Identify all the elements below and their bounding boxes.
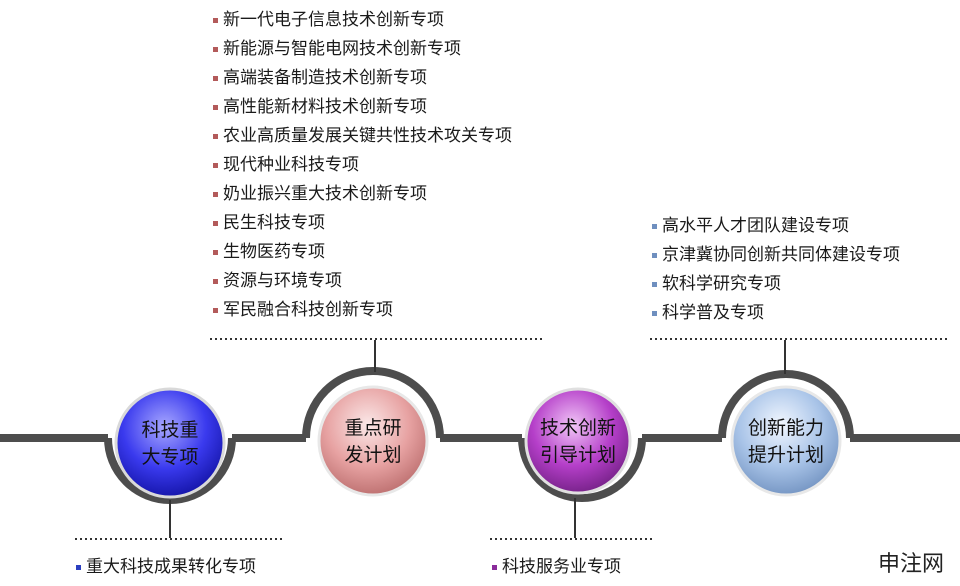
bullet-icon [492, 565, 497, 570]
bullet-icon [213, 47, 218, 52]
bullet-icon [213, 279, 218, 284]
bullet-icon [652, 282, 657, 287]
major-project-list: 重大科技成果转化专项 [76, 553, 256, 582]
node-1-line1: 科技重 [141, 419, 198, 441]
node-2-line2: 发计划 [344, 444, 401, 466]
node-ring-2 [302, 367, 444, 439]
service-list: 科技服务业专项 [492, 553, 621, 582]
node-3: 技术创新 引导计划 [524, 387, 632, 495]
node-3-line2: 引导计划 [540, 444, 616, 466]
bullet-icon [213, 105, 218, 110]
list-item: 奶业振兴重大技术创新专项 [213, 180, 512, 209]
node-ring-4 [718, 370, 854, 439]
bullet-icon [76, 565, 81, 570]
list-item: 高性能新材料技术创新专项 [213, 93, 512, 122]
list-item: 军民融合科技创新专项 [213, 296, 512, 325]
list-item: 科学普及专项 [652, 299, 900, 328]
list-item: 新能源与智能电网技术创新专项 [213, 35, 512, 64]
node-2: 重点研 发计划 [317, 385, 429, 497]
node-2-line1: 重点研 [344, 417, 401, 439]
list-item: 民生科技专项 [213, 209, 512, 238]
node-4-line2: 提升计划 [748, 444, 824, 466]
bullet-icon [213, 250, 218, 255]
node-ring-3 [518, 437, 646, 502]
key-rd-list: 新一代电子信息技术创新专项 新能源与智能电网技术创新专项 高端装备制造技术创新专… [213, 6, 512, 325]
bullet-icon [213, 221, 218, 226]
watermark: 申注网 [877, 552, 944, 577]
node-4: 创新能力 提升计划 [730, 385, 842, 497]
node-1-line2: 大专项 [141, 446, 198, 468]
bullet-icon [213, 18, 218, 23]
list-item: 现代种业科技专项 [213, 151, 512, 180]
bullet-icon [652, 224, 657, 229]
node-1: 科技重 大专项 [114, 387, 226, 499]
list-item: 重大科技成果转化专项 [76, 553, 256, 582]
list-item: 生物医药专项 [213, 238, 512, 267]
bullet-icon [213, 308, 218, 313]
bullet-icon [213, 134, 218, 139]
list-item: 高水平人才团队建设专项 [652, 212, 900, 241]
bullet-icon [652, 253, 657, 258]
list-item: 高端装备制造技术创新专项 [213, 64, 512, 93]
bullet-icon [213, 192, 218, 197]
node-4-line1: 创新能力 [748, 417, 824, 439]
capacity-list: 高水平人才团队建设专项 京津冀协同创新共同体建设专项 软科学研究专项 科学普及专… [652, 212, 900, 328]
node-3-line1: 技术创新 [540, 417, 616, 439]
bullet-icon [652, 311, 657, 316]
list-item: 科技服务业专项 [492, 553, 621, 582]
list-item: 软科学研究专项 [652, 270, 900, 299]
list-item: 京津冀协同创新共同体建设专项 [652, 241, 900, 270]
list-item: 农业高质量发展关键共性技术攻关专项 [213, 122, 512, 151]
list-item: 资源与环境专项 [213, 267, 512, 296]
bullet-icon [213, 76, 218, 81]
bullet-icon [213, 163, 218, 168]
timeline-bar [0, 434, 960, 442]
list-item: 新一代电子信息技术创新专项 [213, 6, 512, 35]
